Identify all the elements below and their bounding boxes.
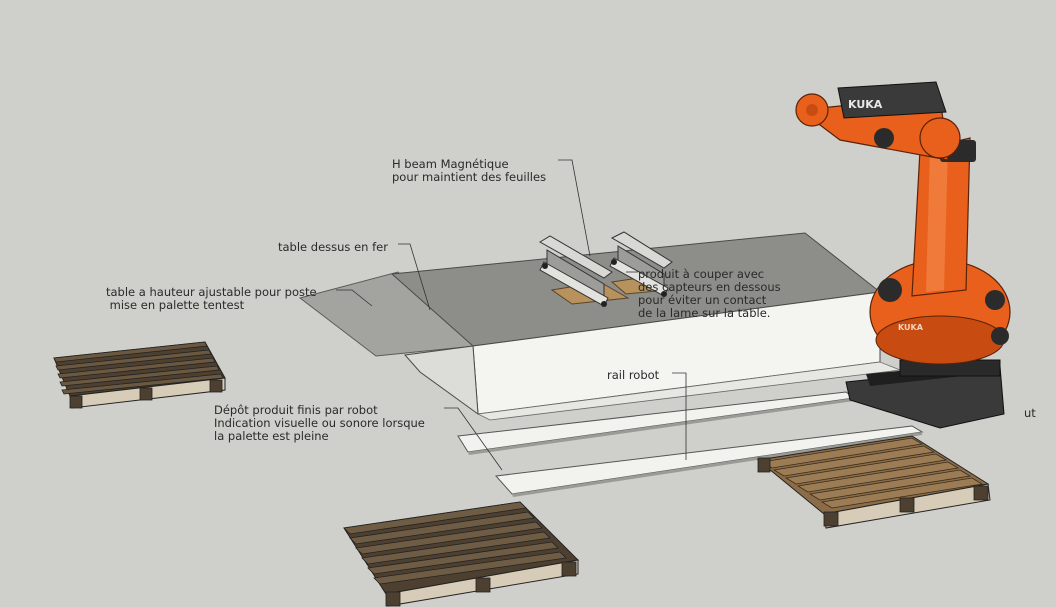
label-table-top: table dessus en fer (278, 241, 388, 254)
label-rail: rail robot (607, 369, 659, 382)
robot-brand-label: KUKA (848, 98, 883, 111)
pallet-left (54, 342, 225, 408)
label-product: produit à couper avec des capteurs en de… (638, 268, 781, 320)
label-table-adjustable: table a hauteur ajustable pour poste mis… (106, 286, 317, 312)
label-depot: Dépôt produit finis par robot Indication… (214, 404, 425, 443)
pallet-bottom (344, 502, 578, 606)
label-h-beam: H beam Magnétique pour maintient des feu… (392, 158, 546, 184)
table (300, 233, 900, 420)
label-partial-right: ut (1024, 407, 1036, 420)
robot-side-label: KUKA (898, 323, 924, 332)
